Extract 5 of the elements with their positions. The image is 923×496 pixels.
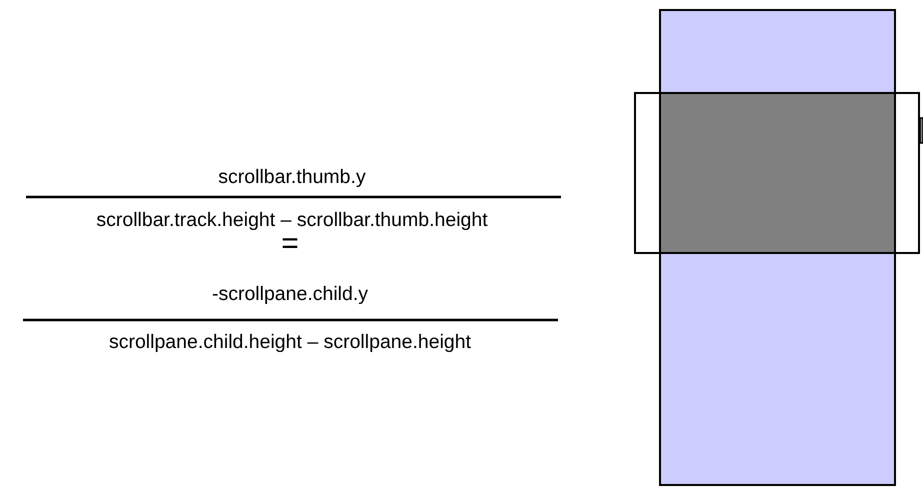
- formula-text: scrollbar.track.height – scrollbar.thumb.height: [96, 211, 488, 230]
- formula-text: scrollpane.child.height – scrollpane.height: [108, 333, 472, 352]
- formula-text: scrollbar.thumb.y: [218, 168, 366, 188]
- equals-sign: =: [281, 229, 299, 259]
- formula-text: -scrollpane.child.y: [212, 285, 368, 304]
